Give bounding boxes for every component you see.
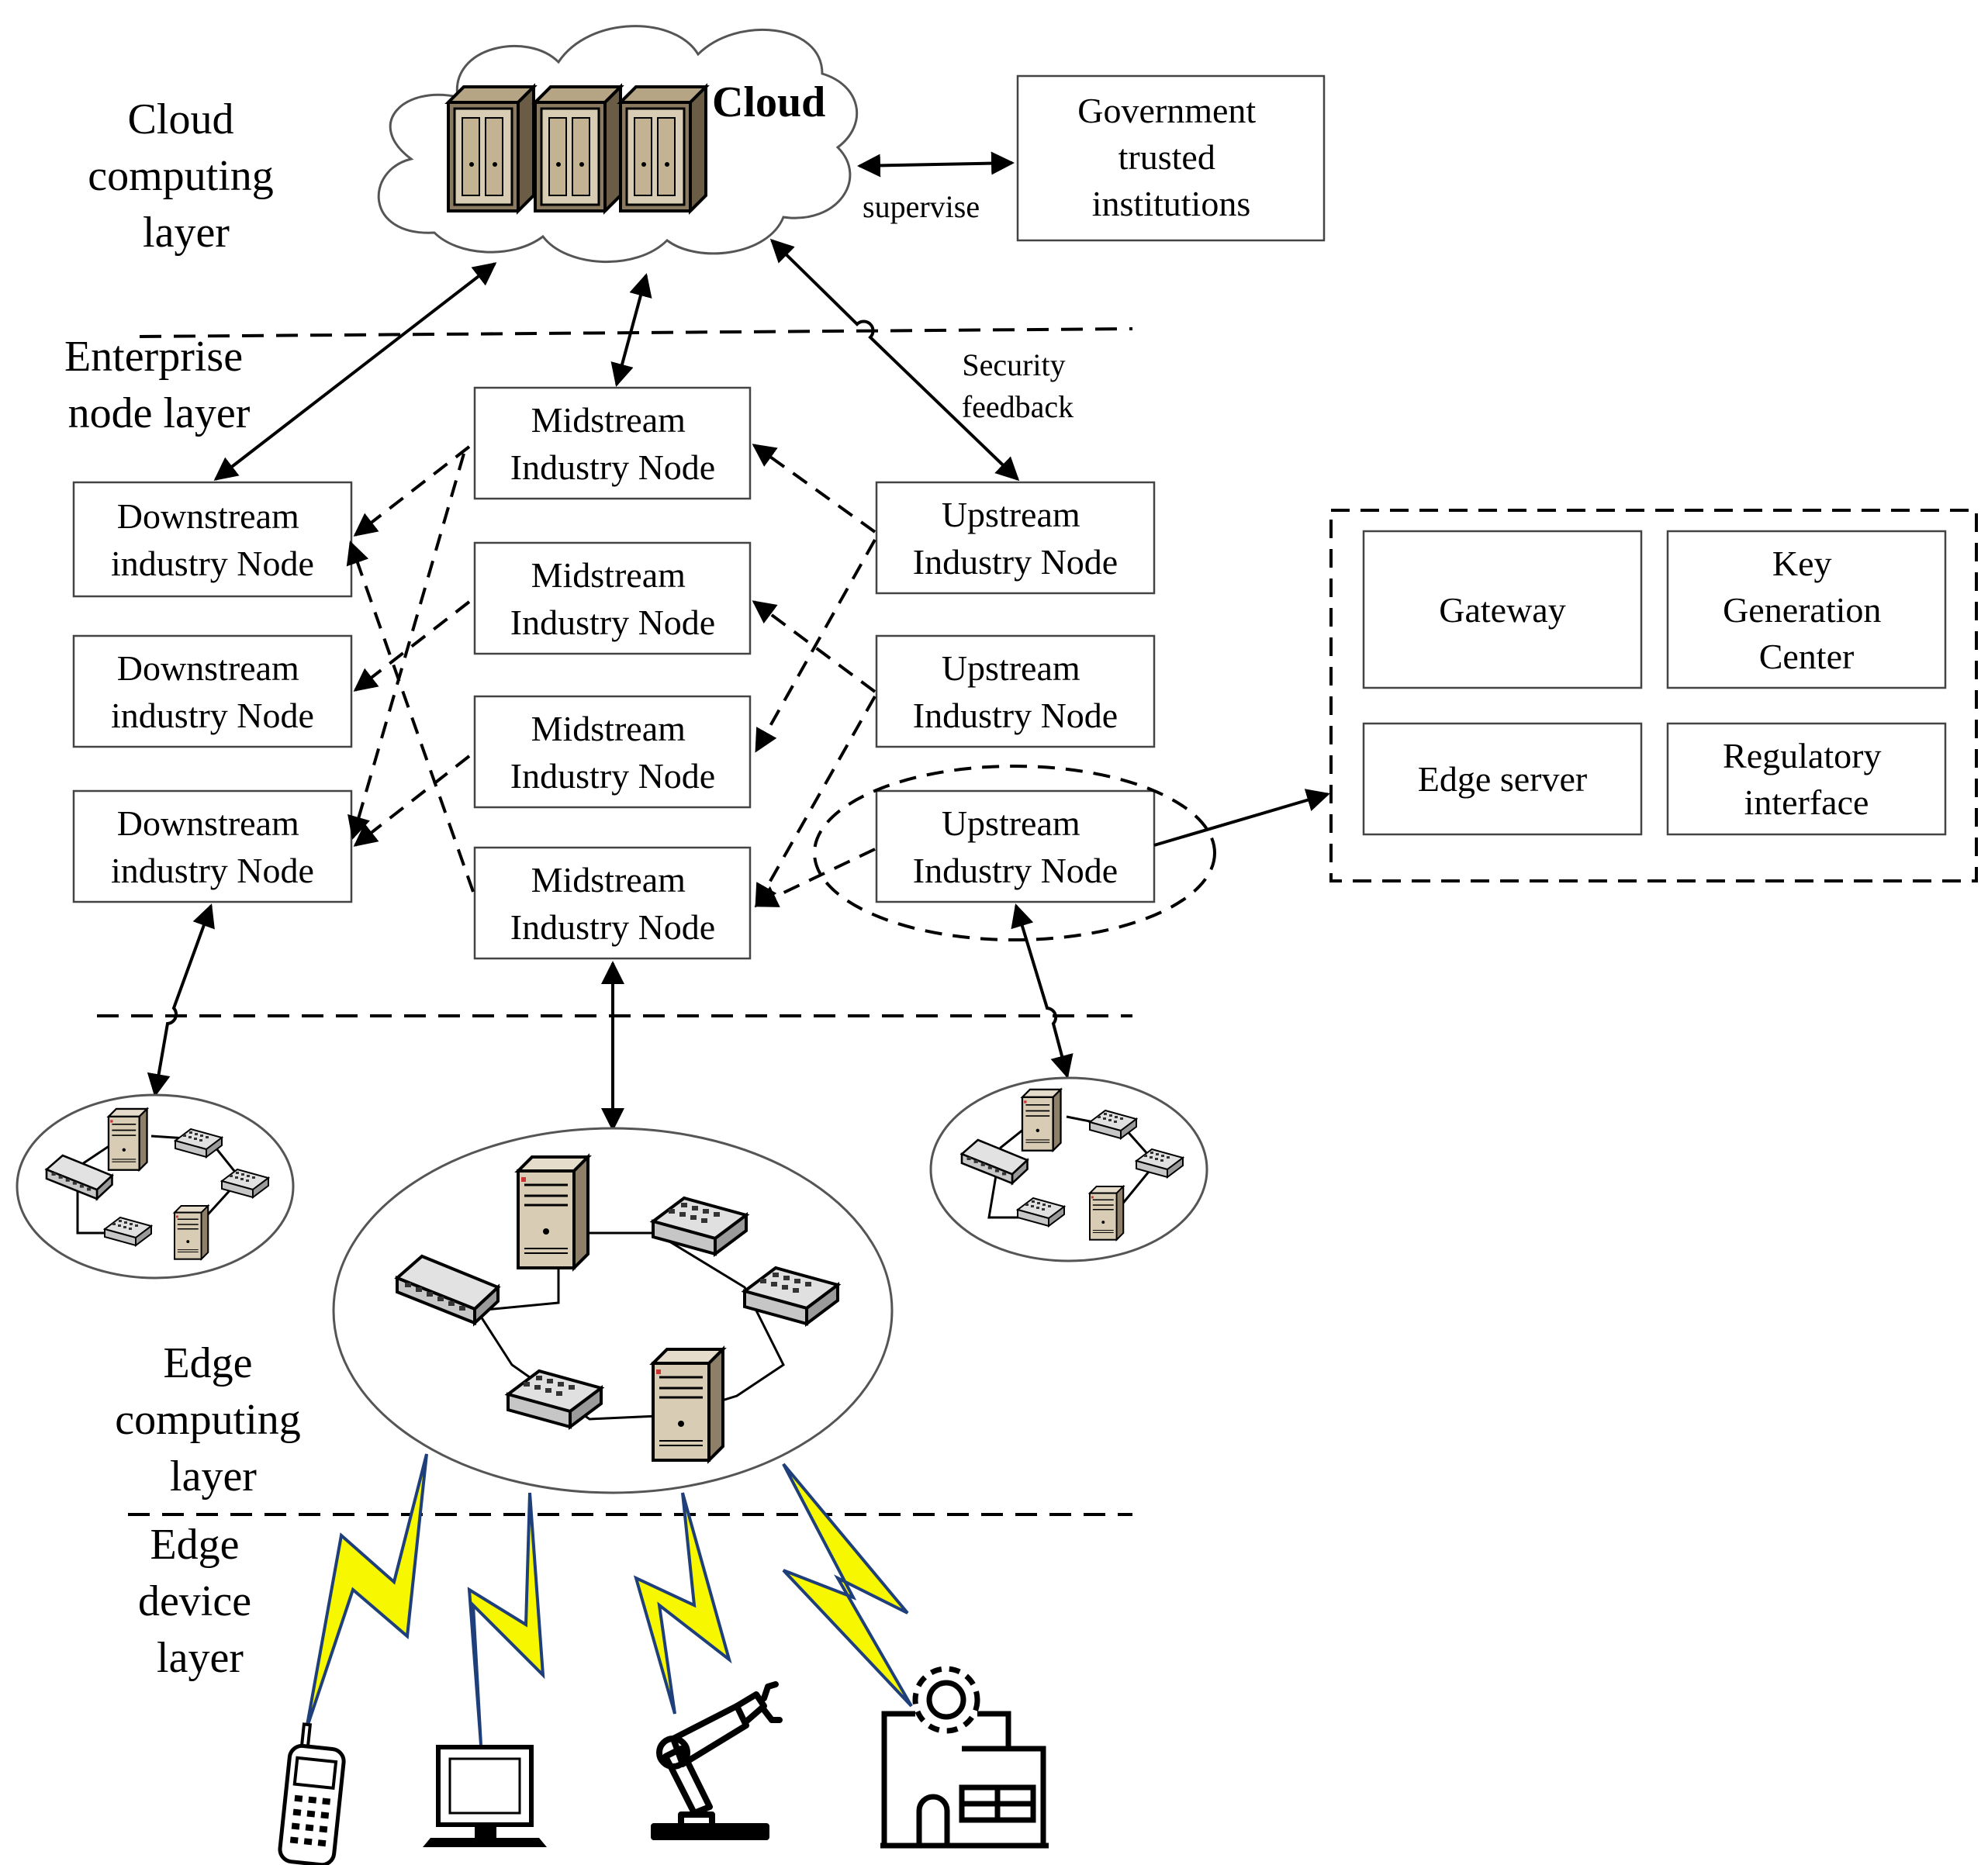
midstream4-to-downstream1 (346, 541, 475, 893)
edge-cluster-right (929, 1076, 1208, 1262)
supervise-label: supervise (863, 189, 980, 224)
downstream-node-2-label: Downstream industry Node (111, 648, 314, 735)
upstream3-to-detail-panel-arrow (1153, 789, 1330, 847)
edge-cluster-left (16, 1093, 295, 1280)
upstream-node-1-label: Upstream Industry Node (913, 495, 1118, 582)
upstream-node-2-label: Upstream Industry Node (913, 648, 1118, 735)
downstream-node-2[interactable] (72, 634, 353, 748)
cloud-server-icon (447, 85, 535, 212)
factory-gear-icon (880, 1666, 1049, 1849)
midstream1-to-downstream3 (347, 453, 465, 840)
upstream-node-3[interactable] (875, 789, 1156, 903)
upstream1-to-midstream3 (755, 539, 876, 753)
downstream-node-1-label: Downstream industry Node (111, 496, 314, 583)
gateway-label: Gateway (1439, 590, 1565, 630)
gateway-box[interactable] (1362, 530, 1643, 689)
upstream-edge-arrow (1011, 903, 1074, 1079)
edge-cluster-center (332, 1127, 894, 1494)
downstream-node-1[interactable] (72, 481, 353, 598)
midstream3-to-downstream3 (353, 755, 471, 847)
upstream2-to-midstream2 (752, 600, 876, 693)
edge-server-box[interactable] (1362, 722, 1643, 836)
mobile-phone-icon (278, 1722, 346, 1865)
midstream-node-4[interactable] (473, 846, 752, 960)
cloud-downstream-arrow (213, 262, 497, 481)
detail-panel (1329, 509, 1978, 882)
midstream-node-1[interactable] (473, 386, 752, 500)
upstream-node-3-label: Upstream Industry Node (913, 803, 1118, 890)
upstream2-to-midstream4 (755, 696, 876, 908)
regulatory-interface-box[interactable] (1666, 722, 1947, 836)
midstream-node-2-label: Midstream Industry Node (510, 555, 715, 642)
government-label: Government trusted institutions (1077, 91, 1264, 223)
midstream2-to-downstream2 (353, 600, 471, 692)
upstream1-to-midstream1 (752, 444, 876, 534)
cloud-server-icon (534, 85, 622, 212)
midstream-node-1-label: Midstream Industry Node (510, 400, 715, 487)
upstream-node-1[interactable] (875, 481, 1156, 595)
government-box (1016, 74, 1326, 242)
key-generation-center-box[interactable] (1666, 530, 1947, 689)
cloud-midstream-arrow (610, 273, 652, 387)
regulatory-interface-label: Regulatory interface (1723, 736, 1890, 822)
midstream-node-3[interactable] (473, 695, 752, 809)
edge-device-layer-label: Edge device layer (138, 1521, 262, 1682)
midstream-node-2[interactable] (473, 541, 752, 655)
enterprise-node-layer-label: Enterprise node layer (64, 333, 254, 437)
cloud-computing-layer-label: Cloud computing layer (88, 95, 285, 257)
cloud-server-icon (619, 85, 707, 212)
midstream-node-4-label: Midstream Industry Node (510, 860, 715, 947)
upstream3-to-midstream4 (754, 848, 876, 907)
supervise-arrow (857, 151, 1015, 178)
downstream-node-3[interactable] (72, 789, 353, 903)
downstream-edge-arrow (147, 903, 215, 1097)
upstream-node-2[interactable] (875, 634, 1156, 748)
computer-monitor-icon (423, 1745, 547, 1847)
midstream-node-3-label: Midstream Industry Node (510, 709, 715, 796)
edge-server-label: Edge server (1418, 759, 1587, 799)
cloud-upstream-arrow (769, 238, 1020, 482)
key-generation-center-label: Key Generation Center (1723, 544, 1890, 676)
cloud-title: Cloud (712, 78, 825, 126)
robot-arm-icon (651, 1681, 783, 1840)
security-feedback-label: Security feedback (962, 347, 1074, 424)
midstream1-to-downstream1 (353, 445, 471, 537)
downstream-node-3-label: Downstream industry Node (111, 803, 314, 890)
layer-separator-cloud-enterprise (139, 327, 1133, 338)
wireless-links (305, 1453, 913, 1746)
edge-computing-layer-label: Edge computing layer (115, 1339, 312, 1501)
